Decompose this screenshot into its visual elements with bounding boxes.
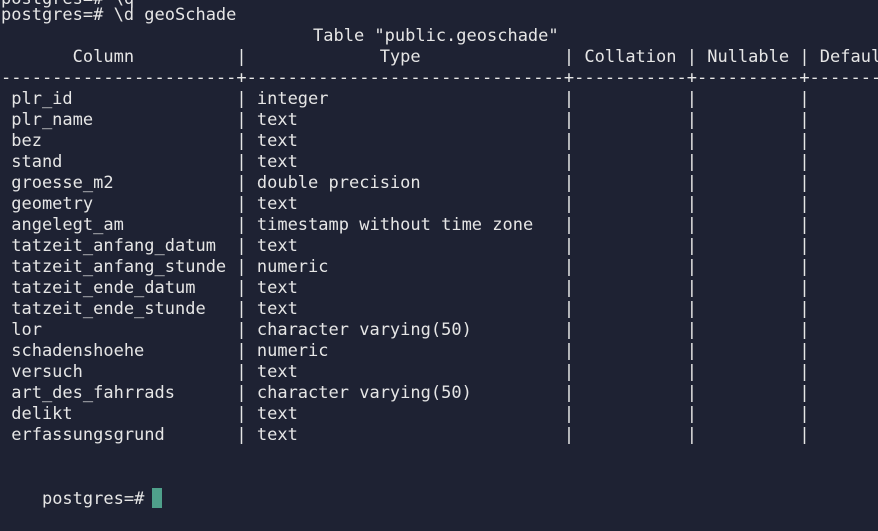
- table-row: art_des_fahrrads | character varying(50)…: [1, 383, 810, 403]
- table-row: tatzeit_anfang_datum | text | | |: [1, 236, 810, 256]
- table-row: tatzeit_ende_datum | text | | |: [1, 278, 810, 298]
- table-row: geometry | text | | |: [1, 194, 810, 214]
- cursor-block: [152, 488, 163, 508]
- table-row: bez | text | | |: [1, 131, 810, 151]
- table-row: schadenshoehe | numeric | | |: [1, 341, 810, 361]
- table-row: delikt | text | | |: [1, 404, 810, 424]
- prompt-line[interactable]: postgres=#: [1, 467, 163, 509]
- terminal-clipped-line: postgres=# \q: [1, 0, 134, 10]
- terminal-window[interactable]: postgres=# \q postgres=# \d geoSchade Ta…: [0, 0, 878, 513]
- table-row: erfassungsgrund | text | | |: [1, 425, 810, 445]
- table-separator: -----------------------+----------------…: [1, 68, 878, 88]
- table-row: groesse_m2 | double precision | | |: [1, 173, 810, 193]
- command-line: postgres=# \d geoSchade: [1, 5, 237, 25]
- table-row: tatzeit_ende_stunde | text | | |: [1, 299, 810, 319]
- table-title: Table "public.geoschade": [313, 26, 559, 46]
- prompt-text: postgres=#: [41, 489, 145, 509]
- table-row: tatzeit_anfang_stunde | numeric | | |: [1, 257, 810, 277]
- table-row: stand | text | | |: [1, 152, 810, 172]
- table-row: versuch | text | | |: [1, 362, 810, 382]
- table-row: plr_name | text | | |: [1, 110, 810, 130]
- table-row: lor | character varying(50) | | |: [1, 320, 810, 340]
- table-header: Column | Type | Collation | Nullable | D…: [1, 47, 878, 67]
- table-row: plr_id | integer | | |: [1, 89, 810, 109]
- table-row: angelegt_am | timestamp without time zon…: [1, 215, 810, 235]
